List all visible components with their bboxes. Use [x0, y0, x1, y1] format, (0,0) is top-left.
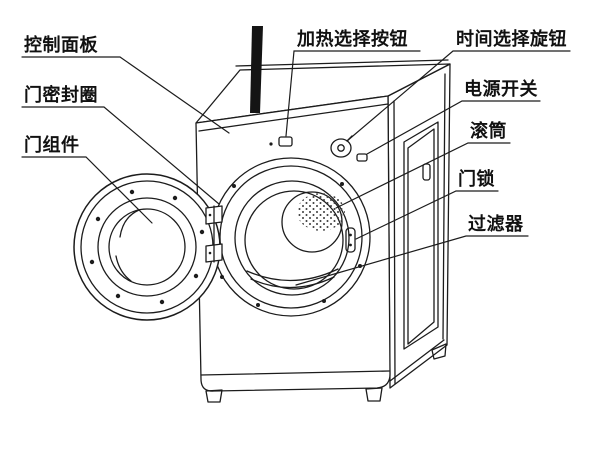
label-door-seal-ring: 门密封圈	[24, 84, 98, 105]
leader-heat-select-button	[285, 50, 421, 137]
screw-dots	[220, 182, 362, 307]
side-panel	[387, 63, 451, 389]
leader-power-switch	[366, 100, 541, 155]
label-control-panel: 控制面板	[24, 34, 98, 55]
leader-control-panel	[21, 56, 230, 134]
power-switch	[356, 153, 368, 162]
time-select-knob	[330, 138, 352, 158]
leader-drum	[335, 142, 511, 209]
label-drum: 滚筒	[470, 120, 507, 141]
labels: 控制面板 门密封圈 门组件 加热选择按钮 时间选择旋钮 电源开关 滚筒 门锁 过…	[24, 28, 567, 234]
door-seal-ring-drawing	[234, 180, 350, 296]
leader-door-lock	[355, 190, 499, 240]
drum-back	[281, 191, 343, 253]
indicator-led	[269, 142, 273, 146]
label-door-assembly: 门组件	[24, 134, 80, 155]
door-hinges	[205, 205, 223, 263]
door-window	[108, 208, 186, 286]
door-screws	[89, 189, 205, 305]
leader-door-seal-ring	[21, 106, 220, 205]
label-time-select-knob: 时间选择旋钮	[456, 28, 567, 49]
dryer-drawing	[73, 26, 451, 403]
label-door-lock: 门锁	[458, 168, 495, 189]
leader-lines	[21, 50, 571, 286]
label-filter: 过滤器	[468, 213, 524, 234]
lint-filter	[246, 268, 339, 282]
leader-door-assembly	[21, 156, 153, 224]
heat-select-button	[278, 136, 293, 147]
feet	[205, 343, 447, 403]
leader-time-select-knob	[346, 50, 571, 142]
door-assembly-drawing	[73, 173, 221, 321]
label-power-switch: 电源开关	[464, 78, 538, 99]
drum-perforations	[297, 193, 345, 231]
vent-pipe	[250, 26, 263, 113]
leader-filter	[295, 235, 529, 286]
label-heat-select-button: 加热选择按钮	[296, 28, 408, 49]
door-lock-latch	[345, 227, 356, 253]
drum-opening	[211, 157, 371, 317]
